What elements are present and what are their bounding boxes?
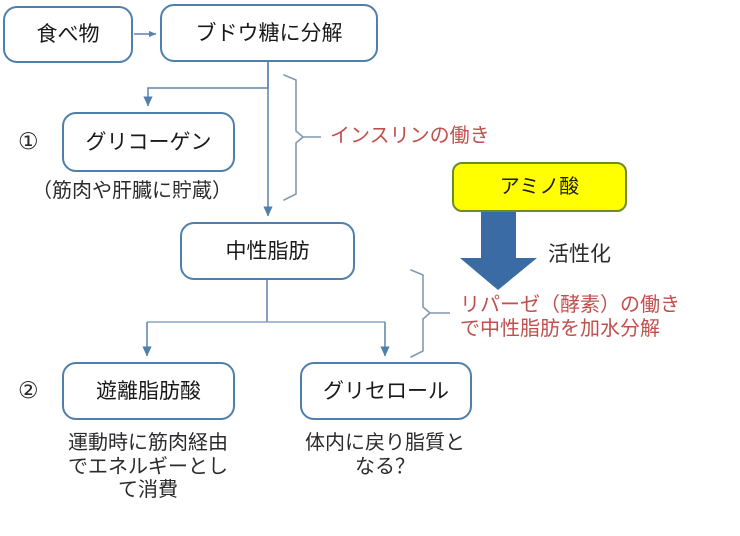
node-free-fatty-acid-label: 遊離脂肪酸 bbox=[96, 379, 201, 403]
node-free-fatty-acid[interactable]: 遊離脂肪酸 bbox=[62, 362, 235, 420]
activation-block-arrow bbox=[460, 212, 537, 290]
glycogen-storage-note: （筋肉や肝臓に貯蔵） bbox=[32, 180, 232, 202]
lipase-annotation: リパーゼ（酵素）の働き で中性脂肪を加水分解 bbox=[460, 294, 680, 340]
edge-glucose-to-glycogen bbox=[143, 62, 269, 107]
node-glycogen[interactable]: グリコーゲン bbox=[62, 112, 235, 172]
node-glycerol[interactable]: グリセロール bbox=[300, 362, 472, 420]
node-glycerol-label: グリセロール bbox=[323, 379, 449, 403]
node-glucose-label: ブドウ糖に分解 bbox=[195, 21, 343, 45]
node-neutral-fat-label: 中性脂肪 bbox=[225, 239, 310, 263]
marker-one: ① bbox=[18, 128, 39, 154]
edge-neutralfat-split bbox=[142, 280, 390, 357]
insulin-brace bbox=[283, 74, 321, 201]
glycerol-note: 体内に戻り脂質と なる？ bbox=[305, 432, 465, 478]
activation-label: 活性化 bbox=[548, 243, 611, 266]
lipase-brace bbox=[410, 269, 450, 358]
node-neutral-fat[interactable]: 中性脂肪 bbox=[180, 222, 355, 280]
node-amino-acid-label: アミノ酸 bbox=[499, 176, 580, 198]
free-fatty-acid-note: 運動時に筋肉経由 でエネルギーとし て消費 bbox=[68, 432, 228, 502]
insulin-annotation: インスリンの働き bbox=[330, 125, 490, 147]
node-food-label: 食べ物 bbox=[36, 23, 100, 46]
node-glycogen-label: グリコーゲン bbox=[85, 130, 212, 154]
marker-two: ② bbox=[18, 377, 39, 403]
node-glucose[interactable]: ブドウ糖に分解 bbox=[160, 4, 378, 62]
node-food[interactable]: 食べ物 bbox=[3, 6, 133, 63]
node-amino-acid[interactable]: アミノ酸 bbox=[452, 162, 627, 212]
